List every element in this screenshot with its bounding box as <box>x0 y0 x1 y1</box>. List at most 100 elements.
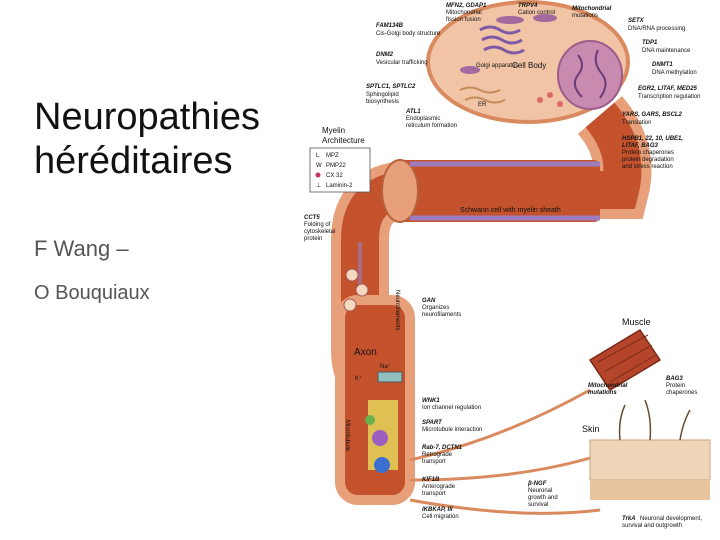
svg-text:GAN: GAN <box>422 298 436 304</box>
svg-text:reticulum formation: reticulum formation <box>406 123 457 129</box>
svg-text:YARS, GARS, BSCL2: YARS, GARS, BSCL2 <box>622 112 683 118</box>
svg-text:Protein: Protein <box>666 383 685 389</box>
svg-text:Neuronal: Neuronal <box>528 488 552 494</box>
axon-tube: Schwann cell with myelin sheath Axon Neu… <box>331 96 652 505</box>
svg-text:Mitochondrial: Mitochondrial <box>588 383 628 389</box>
myelin-title-2: Architecture <box>322 136 365 145</box>
annotation-23: TrkA Neuronal development, survival and … <box>622 516 702 529</box>
myelin-item-3: Laminin-2 <box>326 183 353 189</box>
svg-text:Retrograde: Retrograde <box>422 452 453 458</box>
svg-text:transport: transport <box>422 491 446 497</box>
muscle-label: Muscle <box>622 317 651 327</box>
annotation-13: CCT5 Folding of cytoskeletal protein <box>304 215 335 242</box>
myelin-item-2: CX 32 <box>326 173 343 179</box>
svg-text:Cell migration: Cell migration <box>422 514 459 520</box>
svg-text:growth and: growth and <box>528 495 558 501</box>
annotation-8: SPTLC1, SPTLC2 Sphingolipid biosynthesis <box>366 84 416 105</box>
svg-text:L: L <box>316 153 320 159</box>
svg-text:Mitochondrial: Mitochondrial <box>572 6 612 12</box>
svg-text:CCT5: CCT5 <box>304 215 320 221</box>
annotation-19: Rab-7, DCTN1 Retrograde transport <box>422 445 463 465</box>
svg-text:Cis-Golgi body structure: Cis-Golgi body structure <box>376 31 441 37</box>
nerve-projections <box>409 388 601 515</box>
muscle: Muscle <box>588 317 662 392</box>
svg-text:survival and outgrowth: survival and outgrowth <box>622 523 682 529</box>
svg-text:KIF1B: KIF1B <box>422 477 440 483</box>
svg-text:LITAF, BAG3: LITAF, BAG3 <box>622 143 659 149</box>
schwann-label: Schwann cell with myelin sheath <box>460 207 561 214</box>
annotation-12: HSPB1, 22, 10, UBE1, LITAF, BAG3 Protein… <box>622 136 683 170</box>
svg-text:mutations: mutations <box>588 390 617 396</box>
annotation-15: BAG3 Protein chaperones <box>666 376 697 396</box>
svg-text:DNA/RNA processing: DNA/RNA processing <box>628 26 685 32</box>
svg-text:WNK1: WNK1 <box>422 398 440 404</box>
svg-text:DNA maintenance: DNA maintenance <box>642 48 691 54</box>
annotation-4: SETX DNA/RNA processing <box>628 18 685 32</box>
golgi-shape <box>479 25 521 35</box>
svg-text:Microtubule interaction: Microtubule interaction <box>422 427 482 433</box>
slide-title: Neuropathies héréditaires <box>34 95 260 183</box>
schwann-cell <box>400 160 600 222</box>
myelin-architecture-legend: Myelin Architecture L MPZ W PMP22 CX 32 … <box>309 126 371 193</box>
annotation-16: Mitochondrial mutations <box>588 383 628 396</box>
svg-text:EGR2, LITAF, MED25: EGR2, LITAF, MED25 <box>638 86 698 92</box>
neuron-diagram: Cell Body Golgi apparatus ER Schwann cel… <box>304 0 711 529</box>
svg-text:Folding of: Folding of <box>304 222 331 228</box>
k-ion-label: K⁺ <box>355 375 362 382</box>
svg-text:IKBKAP, III: IKBKAP, III <box>422 507 453 513</box>
svg-text:DNMT1: DNMT1 <box>652 62 673 68</box>
svg-text:HSPB1, 22, 10, UBE1,: HSPB1, 22, 10, UBE1, <box>622 136 683 142</box>
svg-text:Endoplasmic: Endoplasmic <box>406 116 440 122</box>
title-line-1: Neuropathies <box>34 96 261 138</box>
svg-text:mutations: mutations <box>572 13 598 19</box>
cell-body-label: Cell Body <box>512 61 546 70</box>
myelin-title-1: Myelin <box>322 126 345 135</box>
svg-text:DNM2: DNM2 <box>376 52 394 58</box>
er-label: ER <box>478 102 487 108</box>
microtubule-label: Microtubule <box>344 420 350 452</box>
svg-text:fission fusion: fission fusion <box>446 17 481 23</box>
svg-text:Transcription regulation: Transcription regulation <box>638 94 700 100</box>
myelin-item-0: MPZ <box>326 153 339 159</box>
author-line-2: O Bouquiaux <box>34 282 150 304</box>
svg-text:survival: survival <box>528 502 548 508</box>
svg-text:TRPV4: TRPV4 <box>518 3 538 9</box>
svg-text:MFN2, GDAP1: MFN2, GDAP1 <box>446 3 487 9</box>
annotation-14: GAN Organizes neurofilaments <box>422 298 461 318</box>
annotation-3: FAM134B Cis-Golgi body structure <box>376 23 441 37</box>
svg-text:SPART: SPART <box>422 420 443 426</box>
svg-text:Translation: Translation <box>622 120 651 126</box>
svg-text:Mitochondrial: Mitochondrial <box>446 10 482 16</box>
svg-text:SPTLC1, SPTLC2: SPTLC1, SPTLC2 <box>366 84 416 90</box>
svg-text:protein: protein <box>304 236 322 242</box>
annotation-18: SPART Microtubule interaction <box>422 420 482 433</box>
svg-text:Organizes: Organizes <box>422 305 449 311</box>
annotation-22: IKBKAP, III Cell migration <box>422 507 459 520</box>
annotation-11: YARS, GARS, BSCL2 Translation <box>622 112 683 126</box>
svg-text:Neuronal development,: Neuronal development, <box>640 516 702 522</box>
svg-text:Protein chaperones: Protein chaperones <box>622 150 674 156</box>
svg-text:and stress reaction: and stress reaction <box>622 164 673 170</box>
svg-text:chaperones: chaperones <box>666 390 697 396</box>
svg-text:ATL1: ATL1 <box>405 109 421 115</box>
na-ion-label: Na⁺ <box>380 363 391 370</box>
annotation-17: WNK1 Ion channel regulation <box>422 398 481 411</box>
svg-text:β-NGF: β-NGF <box>527 481 547 487</box>
golgi-label: Golgi apparatus <box>476 63 518 69</box>
myelin-item-1: PMP22 <box>326 163 346 169</box>
svg-text:FAM134B: FAM134B <box>376 23 404 29</box>
cell-body: Cell Body Golgi apparatus ER <box>426 0 630 124</box>
svg-text:⊥: ⊥ <box>316 182 321 189</box>
ion-channel <box>377 371 403 383</box>
neurofilaments-label: Neurofilaments <box>394 290 400 330</box>
annotation-20: KIF1B Anterograde transport <box>422 477 456 497</box>
svg-text:Anterograde: Anterograde <box>422 484 456 490</box>
skin: Skin <box>582 399 711 500</box>
svg-text:neurofilaments: neurofilaments <box>422 312 461 318</box>
annotation-10: ATL1 Endoplasmic reticulum formation <box>405 109 457 129</box>
svg-text:protein degradation: protein degradation <box>622 157 674 163</box>
svg-text:TrkA: TrkA <box>622 516 636 522</box>
svg-text:BAG3: BAG3 <box>666 376 683 382</box>
annotation-7: DNMT1 DNA methylation <box>652 62 697 76</box>
